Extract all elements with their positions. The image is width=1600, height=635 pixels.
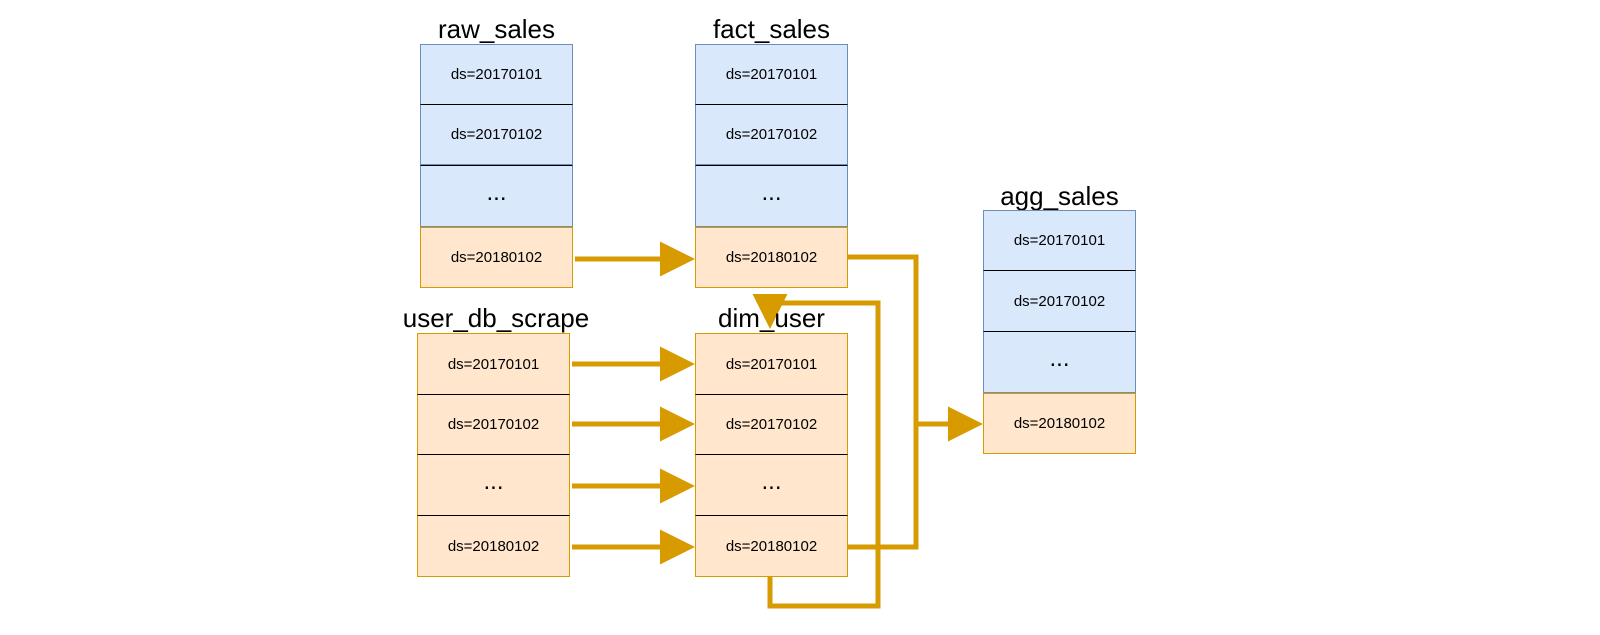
fact-sales-title: fact_sales: [712, 14, 831, 44]
edge-dim-user-self-loop: [752, 294, 881, 609]
user-db-scrape-row-1: ds=20170101: [417, 333, 570, 395]
edge-fact-sales-to-agg-sales: [848, 254, 983, 442]
raw-sales-row-3: ...: [420, 165, 573, 227]
dim-user-title: dim_user: [718, 303, 825, 333]
dim-user-row-4: ds=20180102: [695, 515, 848, 577]
fact-sales-table: ds=20170101 ds=20170102 ... ds=20180102: [695, 44, 848, 288]
fact-sales-row-1: ds=20170101: [695, 44, 848, 105]
user-db-scrape-row-4: ds=20180102: [417, 515, 570, 577]
agg-sales-row-4: ds=20180102: [983, 393, 1136, 454]
dim-user-row-1: ds=20170101: [695, 333, 848, 395]
dim-user-row-2: ds=20170102: [695, 394, 848, 455]
edge-dim-user-to-agg-sales: [848, 424, 919, 550]
raw-sales-title: raw_sales: [437, 14, 556, 44]
raw-sales-row-4: ds=20180102: [420, 227, 573, 288]
fact-sales-row-2: ds=20170102: [695, 104, 848, 165]
fact-sales-row-3: ...: [695, 165, 848, 227]
agg-sales-row-1: ds=20170101: [983, 210, 1136, 271]
agg-sales-table: ds=20170101 ds=20170102 ... ds=20180102: [983, 210, 1136, 454]
user-db-scrape-row-3: ...: [417, 454, 570, 516]
agg-sales-row-3: ...: [983, 331, 1136, 393]
fact-sales-row-4: ds=20180102: [695, 227, 848, 288]
raw-sales-row-2: ds=20170102: [420, 104, 573, 165]
agg-sales-row-2: ds=20170102: [983, 270, 1136, 332]
user-db-scrape-title: user_db_scrape: [402, 303, 590, 333]
raw-sales-row-1: ds=20170101: [420, 44, 573, 105]
dim-user-row-3: ...: [695, 454, 848, 516]
raw-sales-table: ds=20170101 ds=20170102 ... ds=20180102: [420, 44, 573, 288]
user-db-scrape-table: ds=20170101 ds=20170102 ... ds=20180102: [417, 333, 570, 577]
dim-user-table: ds=20170101 ds=20170102 ... ds=20180102: [695, 333, 848, 577]
agg-sales-title: agg_sales: [1000, 181, 1119, 211]
user-db-scrape-row-2: ds=20170102: [417, 394, 570, 455]
